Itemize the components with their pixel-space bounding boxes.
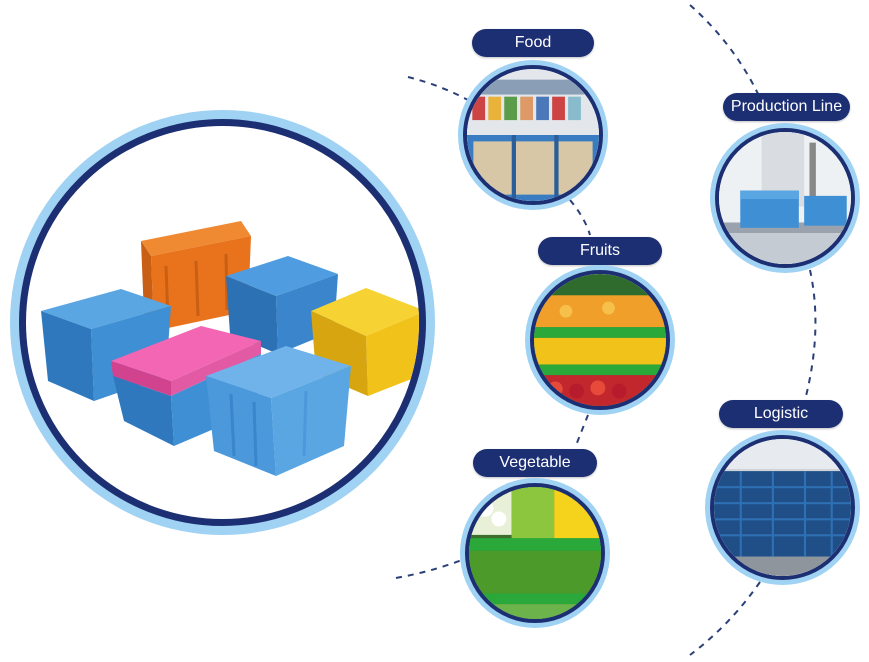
photo-frame-logistic xyxy=(710,435,855,580)
connector-top-arc xyxy=(689,4,761,99)
photo-frame-fruits xyxy=(530,270,670,410)
category-label-production-line: Production Line xyxy=(723,93,850,121)
photo-frame-food xyxy=(463,65,603,205)
crate-orange xyxy=(141,221,251,331)
category-photo-fruits xyxy=(525,265,675,415)
category-photo-food xyxy=(458,60,608,210)
category-label-vegetable: Vegetable xyxy=(473,449,597,477)
fruit-display-icon xyxy=(534,274,666,406)
connector-food-fruits xyxy=(569,199,591,236)
category-photo-production-line xyxy=(710,123,860,273)
product-hero-circle xyxy=(10,110,435,535)
vegetable-shelf-icon xyxy=(469,487,601,619)
connector-food-arc xyxy=(407,76,469,101)
product-hero-frame xyxy=(19,119,426,526)
crate-blue-right xyxy=(226,256,338,354)
category-label-fruits: Fruits xyxy=(538,237,662,265)
photo-frame-vegetable xyxy=(465,483,605,623)
crate-blue-front xyxy=(206,346,351,476)
connector-bottom-arc xyxy=(689,581,761,656)
connector-production-logistic xyxy=(804,269,817,401)
supermarket-food-crates-icon xyxy=(467,69,599,201)
category-label-logistic: Logistic xyxy=(719,400,843,428)
connector-vegetable-arc xyxy=(395,559,463,579)
category-photo-logistic xyxy=(705,430,860,585)
attached-lid-crates-icon xyxy=(41,221,419,476)
category-photo-vegetable xyxy=(460,478,610,628)
conveyor-crate-icon xyxy=(719,132,851,264)
category-label-food: Food xyxy=(472,29,594,57)
photo-frame-production-line xyxy=(715,128,855,268)
warehouse-stack-icon xyxy=(714,439,851,576)
connector-fruits-vegetable xyxy=(574,414,589,449)
